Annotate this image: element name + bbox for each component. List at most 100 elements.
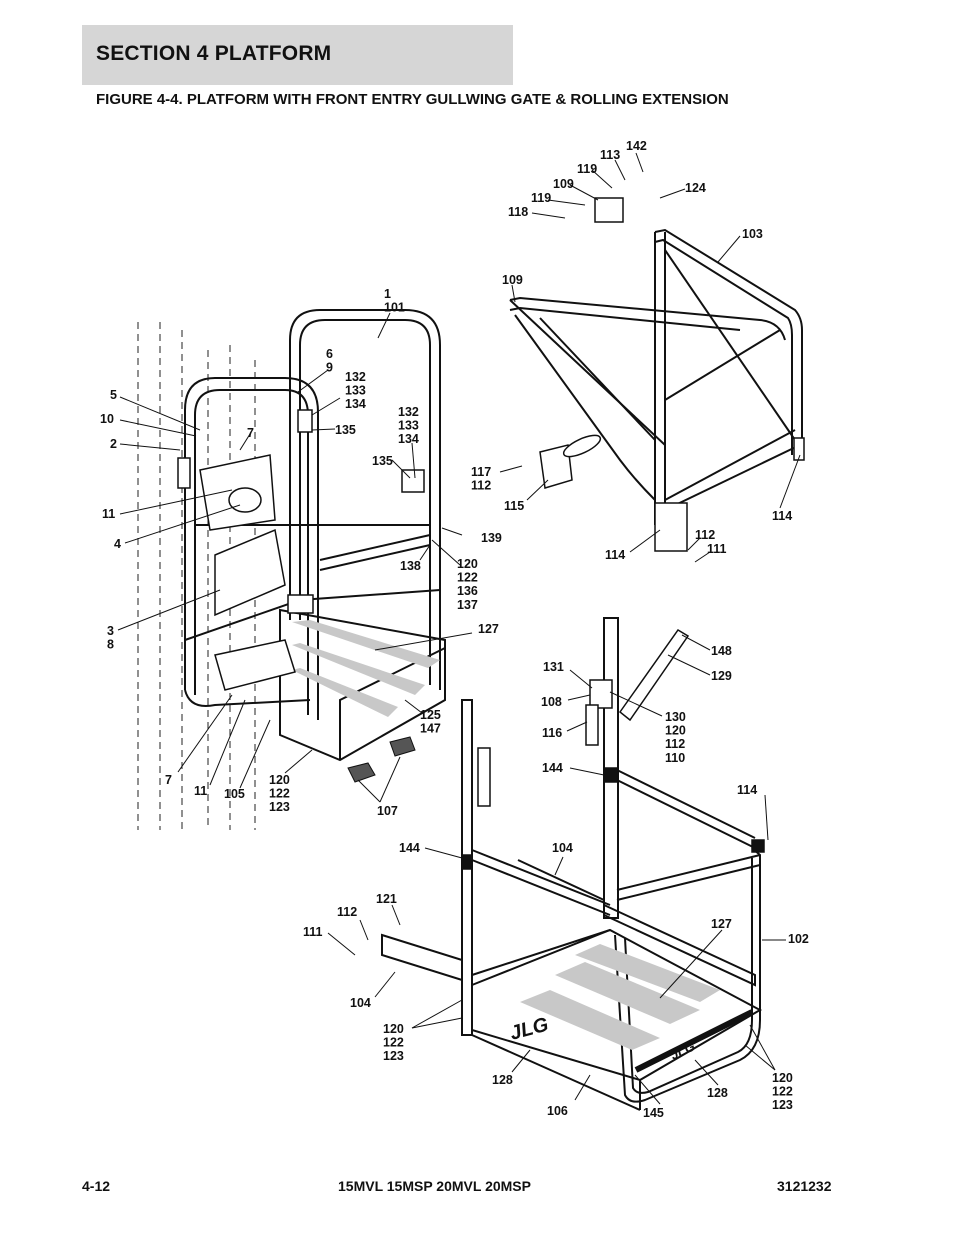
callout-line: 106 bbox=[547, 1104, 568, 1118]
callout-line: 122 bbox=[457, 571, 478, 585]
callout-line: 1 bbox=[384, 287, 391, 301]
callout-line: 148 bbox=[711, 644, 732, 658]
callout-line: 109 bbox=[502, 273, 523, 287]
callout-line: 6 bbox=[326, 347, 333, 361]
callout-line: 130 bbox=[665, 710, 686, 724]
callout-line: 138 bbox=[400, 559, 421, 573]
callout-line: 122 bbox=[383, 1036, 404, 1050]
callout-148: 148 bbox=[711, 644, 732, 658]
callout-121: 121 bbox=[376, 892, 397, 906]
callout-4: 4 bbox=[114, 537, 121, 551]
callout-line: 120 bbox=[772, 1071, 793, 1085]
figure-title: FIGURE 4-4. PLATFORM WITH FRONT ENTRY GU… bbox=[96, 91, 729, 108]
callout-line: 110 bbox=[665, 751, 685, 765]
callout-line: 144 bbox=[399, 841, 420, 855]
callout-2: 2 bbox=[110, 437, 117, 451]
callout-104a: 104 bbox=[552, 841, 573, 855]
callout-7a: 7 bbox=[247, 426, 254, 440]
callout-11a: 11 bbox=[102, 507, 115, 521]
callout-line: 2 bbox=[110, 437, 117, 451]
callout-line: 131 bbox=[543, 660, 564, 674]
main-floor-stripes bbox=[292, 620, 440, 717]
callout-line: 111 bbox=[707, 542, 727, 556]
callout-107: 107 bbox=[377, 804, 398, 818]
callout-138: 138 bbox=[400, 559, 421, 573]
callout-line: 134 bbox=[345, 397, 366, 411]
callout-119a: 119 bbox=[577, 162, 597, 176]
callout-line: 107 bbox=[377, 804, 398, 818]
callout-line: 104 bbox=[552, 841, 573, 855]
callout-line: 127 bbox=[711, 917, 732, 931]
callout-line: 7 bbox=[165, 773, 172, 787]
callout-line: 114 bbox=[737, 783, 757, 797]
callout-line: 123 bbox=[269, 800, 290, 814]
callout-line: 120 bbox=[383, 1022, 404, 1036]
main-platform-frame bbox=[184, 309, 446, 762]
callout-line: 139 bbox=[481, 531, 502, 545]
callout-109b: 109 bbox=[502, 273, 523, 287]
callout-line: 10 bbox=[100, 412, 114, 426]
callout-line: 133 bbox=[398, 419, 419, 433]
gate-panel bbox=[177, 409, 425, 691]
callout-line: 142 bbox=[626, 139, 647, 153]
callout-111b: 111 bbox=[303, 925, 323, 939]
callout-114b: 114 bbox=[605, 548, 625, 562]
callout-139: 139 bbox=[481, 531, 502, 545]
callout-108: 108 bbox=[541, 695, 562, 709]
callout-line: 102 bbox=[788, 932, 809, 946]
footer-document-number: 3121232 bbox=[777, 1178, 832, 1194]
callout-line: 103 bbox=[742, 227, 763, 241]
extension-deck-parts bbox=[461, 628, 765, 870]
callout-128b: 128 bbox=[707, 1086, 728, 1100]
callout-line: 136 bbox=[457, 584, 478, 598]
callout-line: 120 bbox=[269, 773, 290, 787]
callout-113: 113 bbox=[600, 148, 620, 162]
callout-line: 134 bbox=[398, 432, 419, 446]
callout-line: 120 bbox=[457, 557, 478, 571]
section-header-bar: SECTION 4 PLATFORM bbox=[82, 25, 513, 85]
callout-line: 108 bbox=[541, 695, 562, 709]
callout-line: 3 bbox=[107, 624, 114, 638]
footer-model-list: 15MVL 15MSP 20MVL 20MSP bbox=[338, 1178, 531, 1194]
callout-118: 118 bbox=[508, 205, 528, 219]
callout-111a: 111 bbox=[707, 542, 727, 556]
callout-119b: 119 bbox=[531, 191, 551, 205]
callout-5: 5 bbox=[110, 388, 117, 402]
callout-10: 10 bbox=[100, 412, 114, 426]
callout-line: 144 bbox=[542, 761, 563, 775]
callout-142: 142 bbox=[626, 139, 647, 153]
callout-135a: 135 bbox=[335, 423, 356, 437]
deck-black-edge bbox=[634, 1009, 754, 1073]
callout-line: 129 bbox=[711, 669, 732, 683]
callout-103: 103 bbox=[742, 227, 763, 241]
callout-102: 102 bbox=[788, 932, 809, 946]
callout-124: 124 bbox=[685, 181, 706, 195]
callout-line: 122 bbox=[269, 787, 290, 801]
callout-144b: 144 bbox=[399, 841, 420, 855]
callout-line: 145 bbox=[643, 1106, 664, 1120]
callout-131: 131 bbox=[543, 660, 564, 674]
callout-line: 118 bbox=[508, 205, 528, 219]
callout-129: 129 bbox=[711, 669, 732, 683]
callout-line: 113 bbox=[600, 148, 620, 162]
callout-line: 112 bbox=[337, 905, 357, 919]
callout-line: 5 bbox=[110, 388, 117, 402]
callout-114c: 114 bbox=[737, 783, 757, 797]
callout-line: 104 bbox=[350, 996, 371, 1010]
callout-135b: 135 bbox=[372, 454, 393, 468]
callout-line: 7 bbox=[247, 426, 254, 440]
callout-127b: 127 bbox=[711, 917, 732, 931]
rolling-extension-frame bbox=[509, 228, 803, 525]
rolling-extension-parts bbox=[539, 197, 805, 552]
callout-145: 145 bbox=[643, 1106, 664, 1120]
callout-127a: 127 bbox=[478, 622, 499, 636]
callout-line: 111 bbox=[303, 925, 323, 939]
